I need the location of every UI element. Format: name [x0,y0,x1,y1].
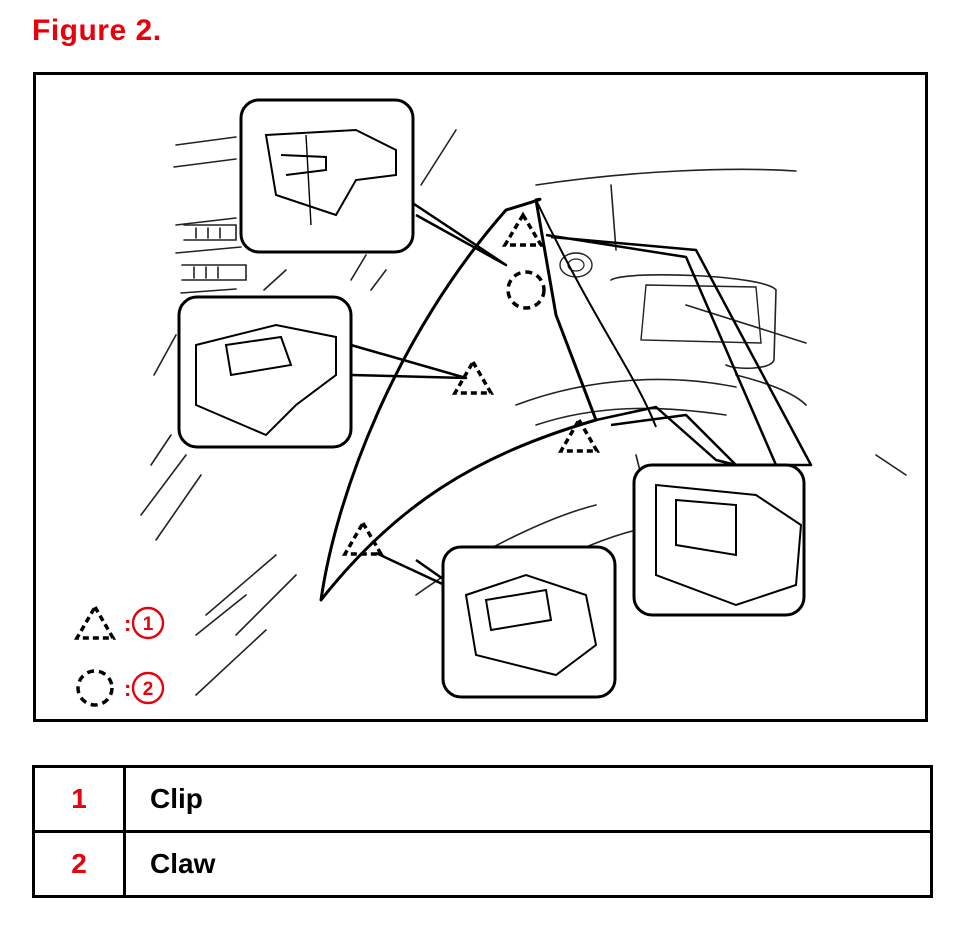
trim-panel-outline [319,197,657,602]
symbol-legend: : 1 : 2 [73,603,165,707]
part-number: 2 [32,830,126,898]
legend-circled-number-icon [131,671,165,705]
table-row: 1 Clip [32,765,933,833]
claw-marker-circle [506,270,546,310]
part-number: 1 [32,765,126,833]
illustration-frame: : 1 : 2 [33,72,928,722]
detail-sketches [195,128,803,677]
legend-triangle-icon [73,603,117,640]
legend-number-1: 1 [143,614,154,635]
parts-legend-table: 1 Clip 2 Claw [32,765,933,898]
figure-title: Figure 2. [32,14,162,47]
dashboard-panel-illustration: : 1 : 2 [73,98,907,707]
part-name: Claw [123,830,933,898]
clip-marker-triangle [451,358,495,395]
table-row: 2 Claw [32,830,933,898]
clip-marker-triangle [557,416,601,453]
legend-number-2: 2 [143,679,154,700]
legend-circled-number-icon [131,606,165,640]
clip-marker-triangle [341,519,385,556]
clip-marker-triangle [501,211,545,247]
legend-colon: : [124,611,131,636]
detail-callout-boxes [177,98,806,699]
legend-colon: : [124,676,131,701]
clip-markers [341,211,601,556]
legend-circle-icon [76,669,114,707]
part-name: Clip [123,765,933,833]
